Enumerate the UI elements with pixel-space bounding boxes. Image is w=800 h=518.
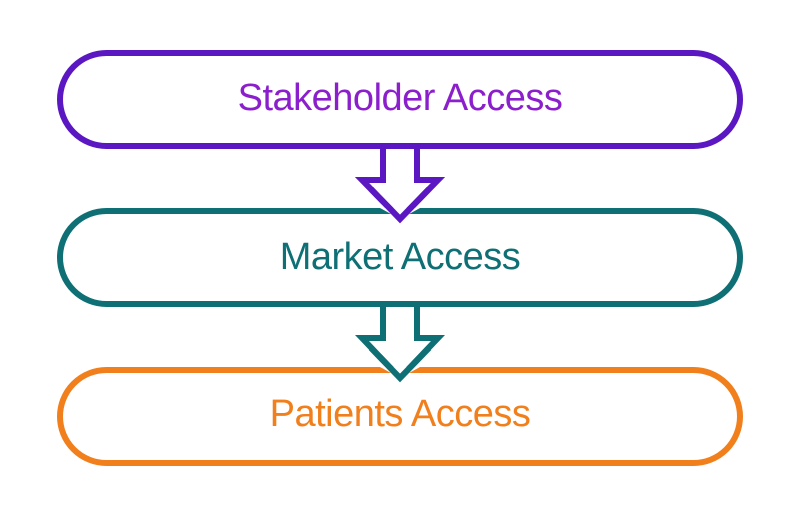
arrow-down-icon-1-tip — [368, 186, 432, 224]
stage-label-stakeholder: Stakeholder Access — [238, 77, 563, 119]
arrow-down-icon-2 — [355, 301, 445, 383]
stage-label-patients: Patients Access — [270, 393, 531, 435]
arrow-down-icon-2-tip — [368, 345, 432, 383]
stage-label-market: Market Access — [280, 236, 521, 278]
